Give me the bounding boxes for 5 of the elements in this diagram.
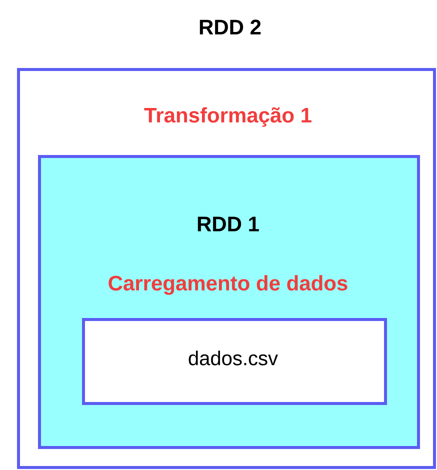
heading: Transformação 1: [144, 107, 312, 127]
heading: Carregamento de dados: [108, 275, 348, 295]
file-name: dados.csv: [188, 350, 278, 366]
heading: RDD 1: [198, 216, 259, 232]
heading: RDD 2: [200, 20, 261, 34]
